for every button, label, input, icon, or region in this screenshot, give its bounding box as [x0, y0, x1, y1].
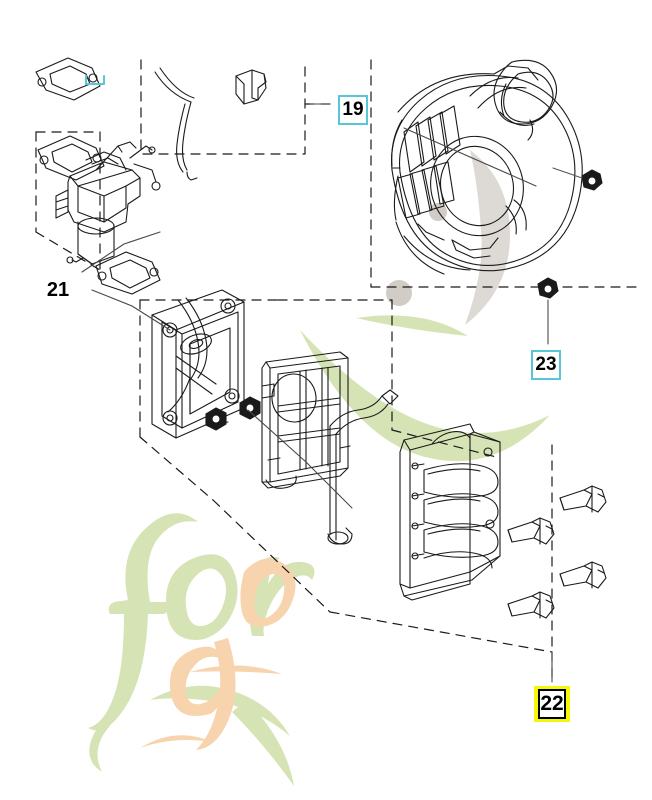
- starter-handle: [493, 59, 558, 141]
- group-boundary-23: [370, 59, 641, 288]
- carburetor-body: [55, 141, 161, 265]
- choke-parts-group: [154, 67, 267, 181]
- starter-housing-outline: [391, 74, 583, 272]
- callout-23[interactable]: 23: [531, 350, 561, 380]
- air-cleaner-base: [151, 289, 245, 439]
- watermark-swash: [232, 700, 294, 786]
- callout-19-label: 19: [342, 99, 364, 120]
- choke-bracket: [235, 69, 267, 105]
- watermark-swash: [465, 150, 510, 325]
- air-cleaner-element-grid: [261, 351, 351, 489]
- group-boundary-22: [139, 299, 553, 681]
- air-cleaner-knob-screw: [559, 485, 607, 513]
- callout-22[interactable]: 22: [534, 686, 570, 722]
- callout-21[interactable]: 21: [41, 277, 75, 303]
- watermark-swash: [356, 315, 468, 336]
- air-cleaner-knob-screw: [559, 561, 607, 589]
- choke-rod: [154, 67, 198, 181]
- air-cleaner-nut: [239, 396, 261, 420]
- carburetor-gasket-upper: [35, 57, 101, 101]
- watermark-cross-orange: [190, 665, 282, 674]
- air-cleaner-breather-tube: [327, 389, 399, 545]
- watermark-letter-e-orange: [240, 558, 296, 627]
- callout-22-label: 22: [538, 689, 566, 719]
- callout-19[interactable]: 19: [338, 95, 368, 125]
- leader-element: [247, 409, 353, 509]
- watermark-letter-e2-orange: [169, 646, 224, 716]
- watermark-letter-f: [88, 513, 198, 731]
- cyan-bracket-marker: [85, 75, 105, 85]
- recoil-starter-assembly: [391, 59, 603, 299]
- carburetor-flange-gasket: [37, 135, 105, 181]
- carburetor-gasket-lower: [95, 251, 161, 295]
- callout-21-label: 21: [46, 278, 70, 301]
- watermark-swash-orange: [140, 735, 212, 748]
- watermark-swash: [89, 723, 110, 772]
- air-cleaner-knob-screw: [507, 591, 555, 619]
- starter-mounting-screw: [581, 169, 603, 191]
- leader-lines: [81, 103, 553, 683]
- leader-21-b: [91, 289, 171, 331]
- watermark-letter-o: [165, 554, 238, 640]
- air-cleaner-knob-screw: [507, 517, 555, 545]
- carburetor-assembly: [35, 57, 161, 295]
- group-boundary-19: [140, 59, 331, 155]
- starter-cooling-ribs: [397, 105, 461, 219]
- air-cleaner-assembly: [151, 289, 607, 619]
- starter-screw-23: [537, 277, 559, 299]
- air-cleaner-cover: [399, 423, 501, 601]
- leader-21-a: [81, 231, 161, 273]
- air-cleaner-nut: [205, 407, 227, 431]
- callout-23-label: 23: [535, 354, 557, 375]
- leader-starter-screw: [403, 127, 537, 187]
